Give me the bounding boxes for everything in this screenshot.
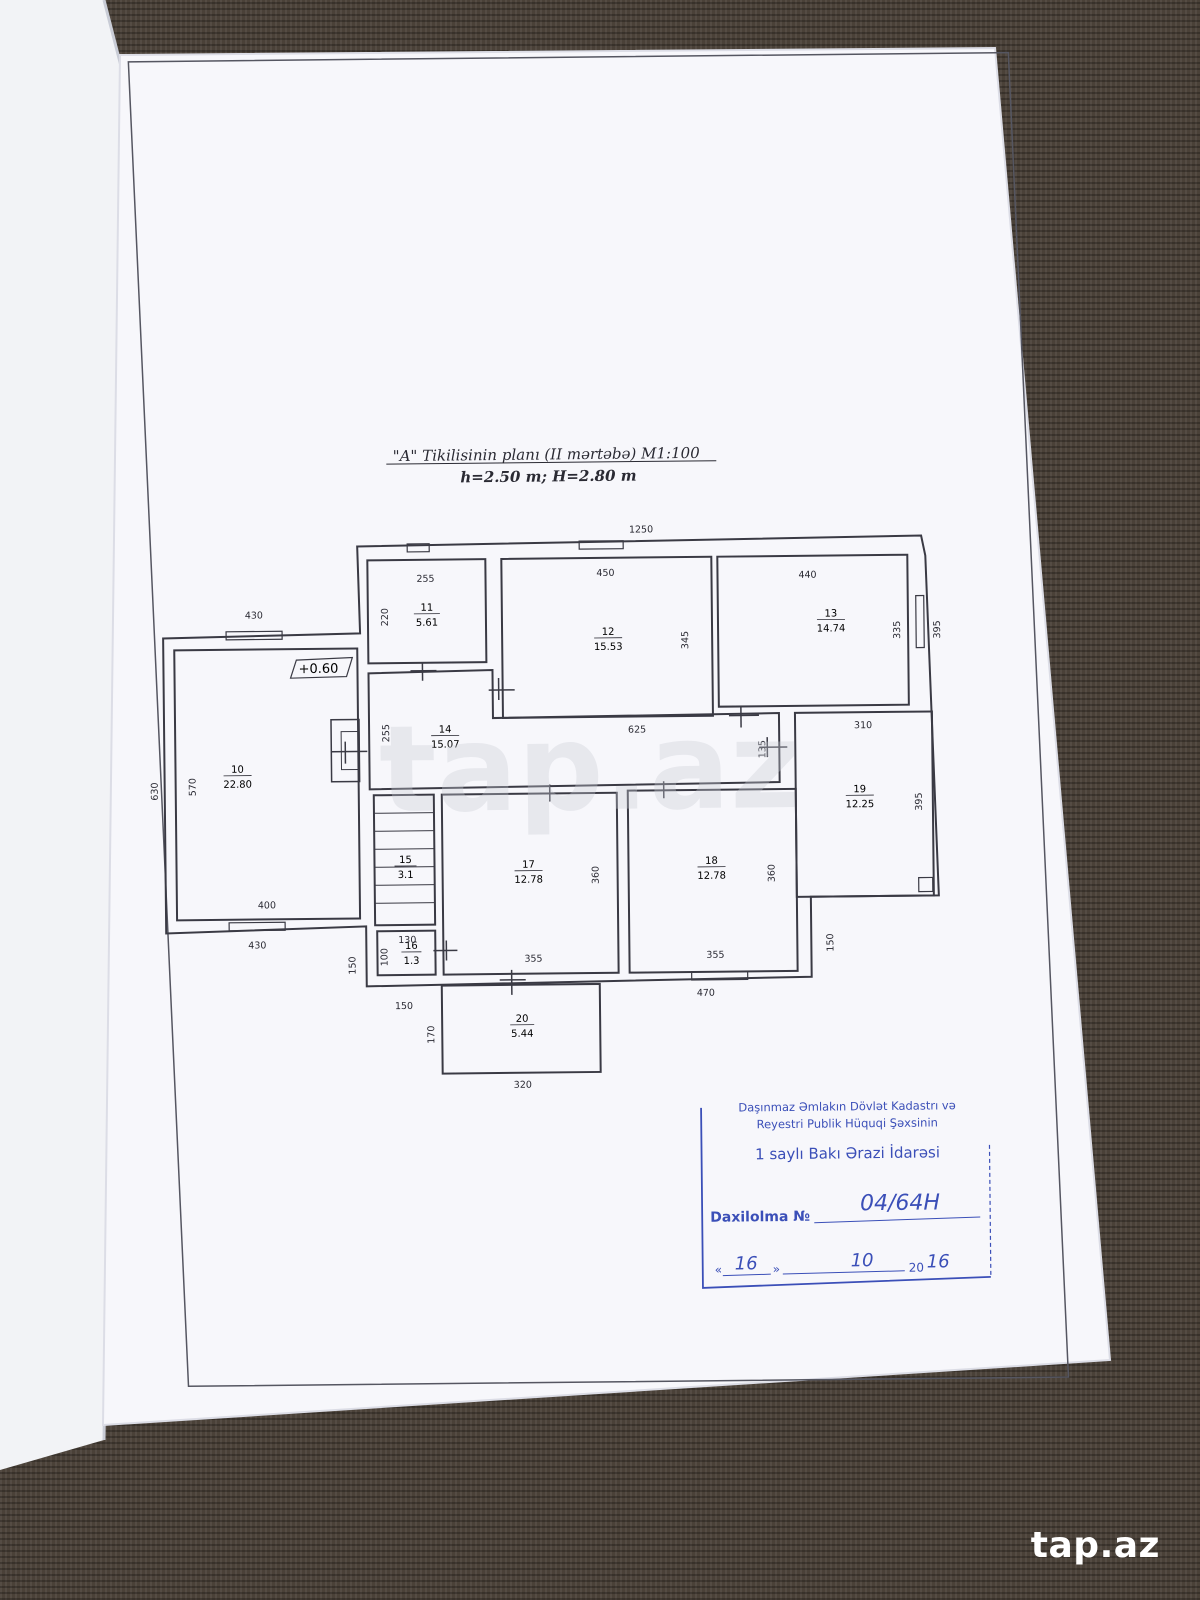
dim-r10-left: 630 xyxy=(150,782,161,800)
plan-subtitle: h=2.50 m; H=2.80 m xyxy=(460,467,636,487)
room-16-number: 16 xyxy=(405,941,418,952)
dim-r10-bottom: 430 xyxy=(248,940,266,951)
dim-overall: 1250 xyxy=(629,524,653,535)
stamp-reg-label: Daxilolma № xyxy=(710,1209,810,1226)
room-18-area: 12.78 xyxy=(697,871,726,882)
dim-left-offset: 150 xyxy=(347,956,358,974)
dim-r10-top: 430 xyxy=(245,610,263,621)
stamp-line1: Daşınmaz Əmlakın Dövlət Kadastrı və xyxy=(738,1098,956,1114)
room-14 xyxy=(367,669,781,791)
room-11-number: 11 xyxy=(420,603,433,614)
dim-r16-w: 130 xyxy=(398,935,416,946)
stamp-date-day: 16 xyxy=(735,1253,758,1274)
doors xyxy=(331,662,788,995)
dim-r10-inner-h: 570 xyxy=(188,778,199,796)
stamp-date-month: 10 xyxy=(851,1250,874,1271)
level-mark: +0.60 xyxy=(298,662,338,677)
document-content: "A" Tikilisinin planı (II mərtəbə) M1:10… xyxy=(127,51,1070,1388)
room-19-area: 12.25 xyxy=(846,799,875,810)
room-19-number: 19 xyxy=(853,784,866,795)
room-11 xyxy=(366,558,488,665)
room-16 xyxy=(376,929,437,977)
room-17-number: 17 xyxy=(522,860,535,871)
windows xyxy=(225,540,925,981)
site-watermark: tap.az xyxy=(1030,1525,1160,1566)
room-13 xyxy=(716,553,910,708)
dim-r18-h: 360 xyxy=(767,864,778,882)
dim-r19-w: 310 xyxy=(854,720,872,731)
dimensions: 1250 430 430 630 570 400 255 220 450 345… xyxy=(150,524,944,1091)
room-13-area: 14.74 xyxy=(817,623,846,634)
room-17-area: 12.78 xyxy=(514,875,543,886)
outer-wall xyxy=(162,534,940,988)
room-14-number: 14 xyxy=(439,724,452,735)
stamp-date-year-prefix: 20 xyxy=(909,1261,924,1275)
dim-r14-w: 625 xyxy=(628,724,646,735)
dim-r18-w: 355 xyxy=(706,950,724,961)
dim-r14-right-h: 135 xyxy=(757,740,768,758)
dim-r13-h: 335 xyxy=(892,621,903,639)
stamp-date-year-suffix: 16 xyxy=(927,1251,950,1272)
dim-r11-w: 255 xyxy=(416,574,434,585)
room-17 xyxy=(440,791,620,976)
dim-r17-w: 355 xyxy=(524,954,542,965)
dim-bottom-right: 470 xyxy=(697,988,715,999)
room-13-number: 13 xyxy=(824,608,837,619)
dim-right-step: 150 xyxy=(825,933,836,951)
document-sheet xyxy=(103,48,1110,1425)
room-20-area: 5.44 xyxy=(511,1029,533,1040)
plan-title: "A" Tikilisinin planı (II mərtəbə) M1:10… xyxy=(393,444,701,465)
room-12-area: 15.53 xyxy=(594,642,623,653)
stamp-line3: 1 saylı Bakı Ərazi İdarəsi xyxy=(755,1142,940,1163)
page-watermark: tap.az xyxy=(378,697,800,840)
room-12-number: 12 xyxy=(602,627,615,638)
dim-r13-outer: 395 xyxy=(932,620,943,638)
room-20-balcony xyxy=(440,982,602,1075)
left-page xyxy=(0,0,122,1470)
room-15-area: 3.1 xyxy=(398,870,414,881)
room-10-area: 22.80 xyxy=(223,780,252,791)
dim-r14-h: 255 xyxy=(381,724,392,742)
room-10 xyxy=(173,647,362,922)
svg-text:»: » xyxy=(773,1262,780,1276)
room-18-number: 18 xyxy=(705,856,718,867)
floor-plan xyxy=(162,534,940,1075)
dim-r19-h: 395 xyxy=(914,792,925,810)
room-10-number: 10 xyxy=(231,765,244,776)
dim-r17-h: 360 xyxy=(591,866,602,884)
stamp-line2: Reyestri Publik Hüquqi Şəxsinin xyxy=(756,1115,937,1131)
dim-r13-w: 440 xyxy=(798,570,816,581)
stamp-reg-number: 04/64H xyxy=(860,1190,940,1216)
dim-r10-inner-w: 400 xyxy=(258,900,276,911)
dim-r12-w: 450 xyxy=(596,568,614,579)
dim-r20-h: 170 xyxy=(426,1026,437,1044)
level-mark-box xyxy=(289,656,354,679)
room-16-area: 1.3 xyxy=(404,956,420,967)
room-11-area: 5.61 xyxy=(416,618,438,629)
dim-r12-h: 345 xyxy=(680,631,691,649)
svg-text:«: « xyxy=(715,1263,722,1277)
room-20-number: 20 xyxy=(516,1014,529,1025)
dim-r16-h: 100 xyxy=(379,948,390,966)
room-15-number: 15 xyxy=(399,855,412,866)
dim-bottom-left: 150 xyxy=(395,1001,413,1012)
room-labels: 10 22.80 11 5.61 12 15.53 13 14.74 14 15… xyxy=(223,603,875,1040)
dim-r11-h: 220 xyxy=(380,608,391,626)
dim-r20-w: 320 xyxy=(514,1080,532,1091)
room-15-stairs xyxy=(372,793,437,927)
room-14-area: 15.07 xyxy=(431,739,460,750)
page-frame xyxy=(127,51,1070,1388)
registry-stamp: Daşınmaz Əmlakın Dövlət Kadastrı və Reye… xyxy=(700,1098,992,1289)
